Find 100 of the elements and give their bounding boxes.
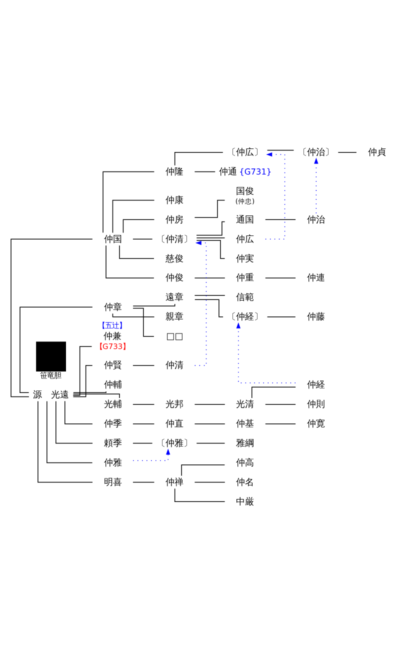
connector: [132, 308, 154, 337]
connector: [72, 394, 120, 398]
connector: [102, 171, 155, 234]
node-text: 仲賢: [104, 361, 122, 372]
node-text: 仲藤: [306, 312, 325, 323]
connector: [196, 221, 226, 236]
node-text: 仲則: [306, 400, 325, 410]
connector: [132, 304, 176, 306]
connector: [112, 200, 155, 234]
node-text: 信範: [236, 293, 254, 304]
node-label: 笹竜胆: [40, 371, 61, 380]
node-text: 仲清: [165, 361, 184, 372]
node-text: 仲禅: [165, 478, 184, 488]
node-text: 仲名: [236, 478, 254, 488]
node-text: 仲康: [165, 196, 184, 206]
connector: [266, 150, 294, 151]
node-text: 仲章: [104, 302, 122, 313]
connector: [194, 404, 226, 405]
node-text: 親章: [165, 312, 184, 323]
node-label: {G731}: [239, 166, 272, 176]
connector: [196, 442, 226, 444]
node-text: 仲房: [165, 215, 184, 226]
node-text: 仲治: [306, 215, 325, 226]
node-text: 〔仲広〕: [227, 148, 264, 158]
connector: [265, 219, 296, 220]
connector: [72, 346, 92, 396]
connector: [132, 442, 153, 444]
arrow: [265, 152, 286, 240]
connector: [10, 238, 93, 398]
node-text: 〔仲治〕: [298, 148, 334, 158]
connector: [194, 423, 226, 424]
connector: [174, 488, 226, 502]
node-text: 通国: [236, 215, 254, 226]
connector: [132, 482, 155, 483]
connector: [181, 464, 226, 476]
node-text: 仲輔: [104, 380, 122, 391]
node-text: 仲雅: [104, 458, 122, 468]
node-text: 国俊: [236, 186, 254, 197]
node-text: 〔仲清〕: [156, 234, 193, 245]
connector: [194, 200, 226, 218]
connector: [338, 152, 357, 153]
node-text: 仲俊: [165, 274, 184, 284]
node-text: 光邦: [165, 400, 184, 410]
node-text: 仲経: [306, 380, 325, 391]
node-text: 雅綱: [236, 439, 254, 449]
connector: [132, 238, 153, 240]
node-text: 仲貞: [368, 148, 386, 158]
node-text: 仲連: [306, 274, 325, 284]
node-text: 仲実: [236, 254, 254, 264]
connector: [56, 400, 93, 444]
connector: [194, 482, 226, 483]
connector: [194, 171, 216, 172]
node-label: 【五辻】: [98, 321, 126, 330]
connector: [266, 316, 296, 318]
node-text: 中厳: [236, 497, 254, 508]
node-label: 【G733】: [96, 342, 130, 352]
connector: [72, 365, 93, 398]
node-text: 仲季: [104, 420, 122, 430]
connector: [106, 245, 154, 278]
connector: [132, 365, 155, 366]
node-text: 仲隆: [165, 167, 184, 178]
connector: [194, 294, 226, 296]
connector: [265, 423, 296, 424]
node-text: 仲国: [104, 234, 122, 245]
connector: [265, 404, 296, 405]
node-box: [36, 342, 66, 372]
node-text: 光清: [236, 400, 254, 410]
node-text: 源 光遠: [33, 390, 70, 400]
connector: [196, 237, 226, 238]
arrow: [236, 322, 296, 384]
node-text: 〔仲雅〕: [156, 439, 193, 449]
connector: [73, 391, 106, 394]
node-text: 慈俊: [165, 254, 184, 264]
connector: [132, 404, 155, 405]
node-text: 仲高: [236, 458, 254, 468]
node-text: 仲寛: [306, 420, 325, 430]
node-text: 仲直: [165, 420, 184, 430]
arrow: [314, 158, 318, 214]
connector: [112, 313, 155, 318]
connector: [20, 306, 93, 393]
node-text: 仲広: [236, 234, 254, 245]
node-text: 仲重: [236, 274, 254, 284]
node-text: 仲通: [218, 167, 237, 178]
connector: [46, 400, 93, 464]
arrow: [194, 240, 207, 366]
node-text: □□: [166, 332, 184, 342]
node-text: 遠章: [165, 293, 184, 304]
node-text: 光輔: [104, 400, 122, 410]
node-text: 〔仲経〕: [227, 312, 264, 323]
node-text: 頼季: [104, 439, 122, 449]
node-text: 仲兼: [103, 332, 122, 342]
node-text: 明喜: [104, 478, 122, 488]
connector: [119, 245, 154, 259]
connector: [122, 219, 155, 234]
connector: [252, 386, 296, 398]
connector: [174, 152, 224, 166]
connector: [196, 240, 226, 259]
node-text: 仲基: [236, 420, 254, 430]
connector: [194, 299, 224, 318]
connector: [38, 400, 93, 483]
